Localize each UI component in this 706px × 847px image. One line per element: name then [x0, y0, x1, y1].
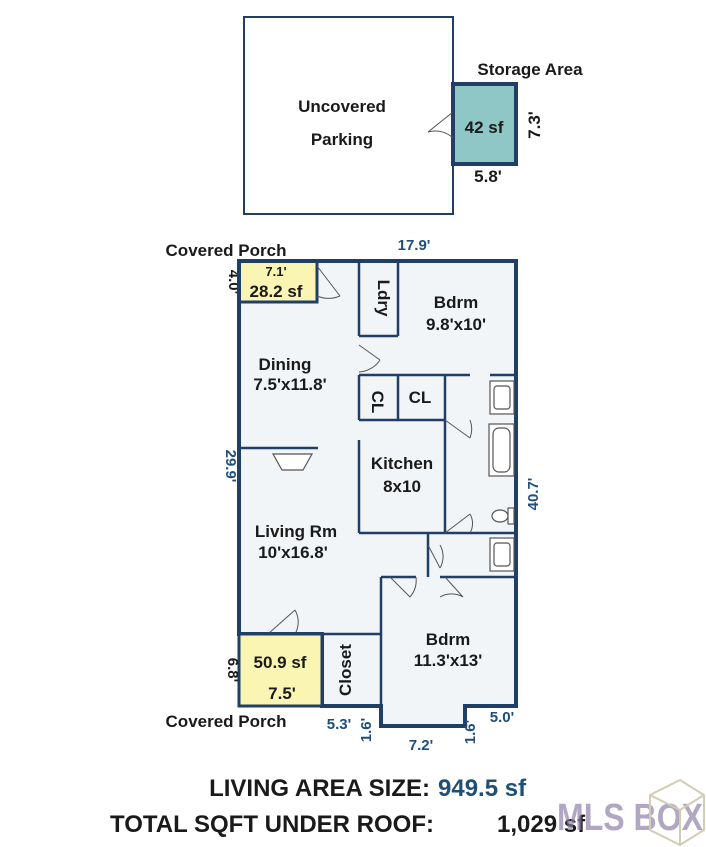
storage-width-dimension: 5.8'	[474, 167, 502, 186]
storage-door-swing	[427, 111, 454, 139]
mls-box-logo: MLS BOX	[557, 778, 705, 847]
total-sqft-value: 1,029 sf	[497, 811, 586, 838]
right-depth-dimension: 40.7'	[525, 478, 542, 511]
bottom-porch-depth-dimension: 6.8'	[224, 658, 241, 682]
bedroom-2-name: Bdrm	[426, 630, 470, 649]
living-room-name: Living Rm	[255, 522, 337, 541]
large-closet-label: Closet	[336, 644, 355, 696]
bedroom-1-name: Bdrm	[434, 293, 478, 312]
living-area-label: LIVING AREA SIZE:	[209, 775, 430, 802]
bedroom-2-size: 11.3'x13'	[414, 651, 483, 670]
kitchen-name: Kitchen	[371, 454, 433, 473]
dining-size: 7.5'x11.8'	[253, 375, 326, 394]
storage-area-size: 42 sf	[465, 118, 504, 137]
bottom-porch-area: 50.9 sf	[254, 653, 307, 672]
top-porch-door-swing	[316, 265, 341, 299]
dimension-1-6-left: 1.6'	[358, 718, 375, 742]
toilet-icon	[491, 509, 509, 523]
top-porch-area: 28.2 sf	[250, 282, 303, 301]
living-room-size: 10'x16.8'	[258, 543, 328, 562]
bottom-porch-title: Covered Porch	[166, 712, 287, 731]
dimension-1-6-right: 1.6'	[462, 720, 479, 744]
house-floor	[239, 261, 516, 726]
left-depth-dimension: 29.9'	[222, 450, 239, 483]
bottom-porch-width-dimension: 7.5'	[268, 684, 296, 703]
kitchen-size: 8x10	[383, 477, 421, 496]
small-closet-label: CL	[368, 391, 387, 414]
total-sqft-label: TOTAL SQFT UNDER ROOF:	[110, 811, 434, 838]
storage-height-dimension: 7.3'	[525, 111, 544, 139]
dining-name: Dining	[259, 355, 312, 374]
top-porch-title: Covered Porch	[166, 241, 287, 260]
laundry-label: Ldry	[374, 280, 393, 317]
parking-label-line2: Parking	[311, 130, 373, 149]
living-area-value: 949.5 sf	[438, 775, 527, 802]
interior-door-swings	[267, 344, 474, 635]
hall-closet-label: CL	[409, 388, 432, 407]
dimension-5-0: 5.0'	[490, 709, 514, 726]
dimension-5-3: 5.3'	[327, 716, 351, 733]
uncovered-parking-area	[243, 16, 454, 215]
dimension-7-2: 7.2'	[409, 737, 433, 754]
overall-width-dimension: 17.9'	[398, 237, 431, 254]
fireplace-icon	[271, 453, 314, 471]
parking-label-line1: Uncovered	[298, 97, 386, 116]
top-porch-width-dimension: 7.1'	[265, 264, 286, 279]
storage-area	[451, 82, 518, 166]
bedroom-1-size: 9.8'x10'	[426, 315, 486, 334]
top-covered-porch	[237, 259, 319, 304]
bottom-covered-porch	[237, 632, 324, 708]
mls-logo-text: MLS BOX	[557, 797, 704, 839]
interior-walls	[239, 261, 516, 706]
storage-area-title: Storage Area	[477, 60, 583, 79]
bathroom-fixtures	[488, 380, 515, 572]
box-icon	[649, 778, 705, 847]
